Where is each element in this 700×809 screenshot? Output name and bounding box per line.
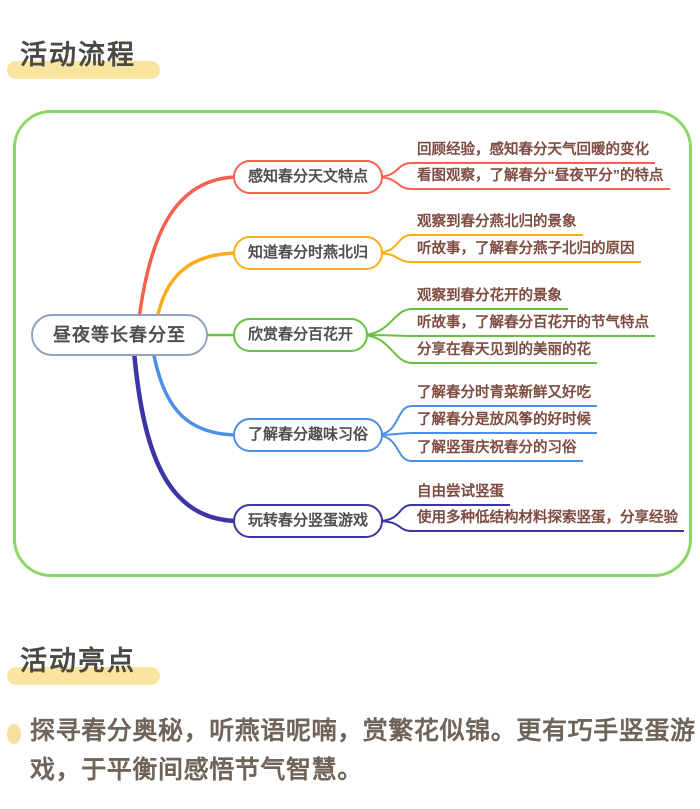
mindmap-leaf-note: 听故事，了解春分百花开的节气特点: [411, 314, 655, 337]
mindmap-leaf-note: 了解竖蛋庆祝春分的习俗: [411, 439, 583, 462]
mindmap-panel: 昼夜等长春分至 感知春分天文特点 知道春分时燕北归 欣赏春分百花开 了解春分趣味…: [13, 110, 692, 577]
mindmap-leaf-note: 观察到春分燕北归的景象: [411, 213, 583, 236]
leaf-curve-3-3: [360, 334, 413, 364]
mindmap-leaf-note: 使用多种低结构材料探索竖蛋，分享经验: [411, 509, 684, 532]
mindmap-branch-node: 欣赏春分百花开: [233, 318, 369, 352]
mindmap-leaf-note: 回顾经验，感知春分天气回暖的变化: [411, 141, 655, 164]
mindmap-branch-node: 知道春分时燕北归: [233, 236, 384, 270]
mindmap-root-node: 昼夜等长春分至: [31, 314, 208, 356]
section-title-flow-text: 活动流程: [20, 40, 136, 70]
section-title-highlights: 活动亮点: [7, 644, 160, 685]
mindmap-leaf-note: 观察到春分花开的景象: [411, 287, 568, 310]
egg-bullet-icon: [7, 724, 21, 744]
mindmap-leaf-note: 了解春分是放风筝的好时候: [411, 411, 597, 434]
mindmap-leaf-note: 听故事，了解春分燕子北归的原因: [411, 240, 641, 263]
section-title-highlights-text: 活动亮点: [20, 646, 136, 676]
branch-curve-1: [137, 175, 241, 321]
mindmap-branch-node: 感知春分天文特点: [233, 160, 384, 194]
branch-curve-5: [131, 348, 242, 524]
mindmap-leaf-note: 了解春分时青菜新鲜又好吃: [411, 384, 597, 407]
title-highlight-bar: [7, 667, 160, 685]
mindmap-branch-node: 了解春分趣味习俗: [233, 418, 384, 452]
mindmap-leaf-note: 分享在春天见到的美丽的花: [411, 341, 597, 364]
mindmap-leaf-note: 看图观察，了解春分“昼夜平分”的特点: [411, 167, 670, 190]
branch-curve-2: [155, 251, 241, 321]
mindmap-leaf-note: 自由尝试竖蛋: [411, 483, 510, 506]
title-highlight-bar: [7, 61, 160, 79]
leaf-curve-3-1: [360, 308, 413, 336]
mindmap-branch-node: 玩转春分竖蛋游戏: [233, 504, 384, 538]
branch-curve-4: [151, 349, 241, 437]
highlights-paragraph: 探寻春分奥秘，听燕语呢喃，赏繁花似锦。更有巧手竖蛋游戏，于平衡间感悟节气智慧。: [30, 717, 696, 784]
section-title-flow: 活动流程: [7, 38, 160, 79]
